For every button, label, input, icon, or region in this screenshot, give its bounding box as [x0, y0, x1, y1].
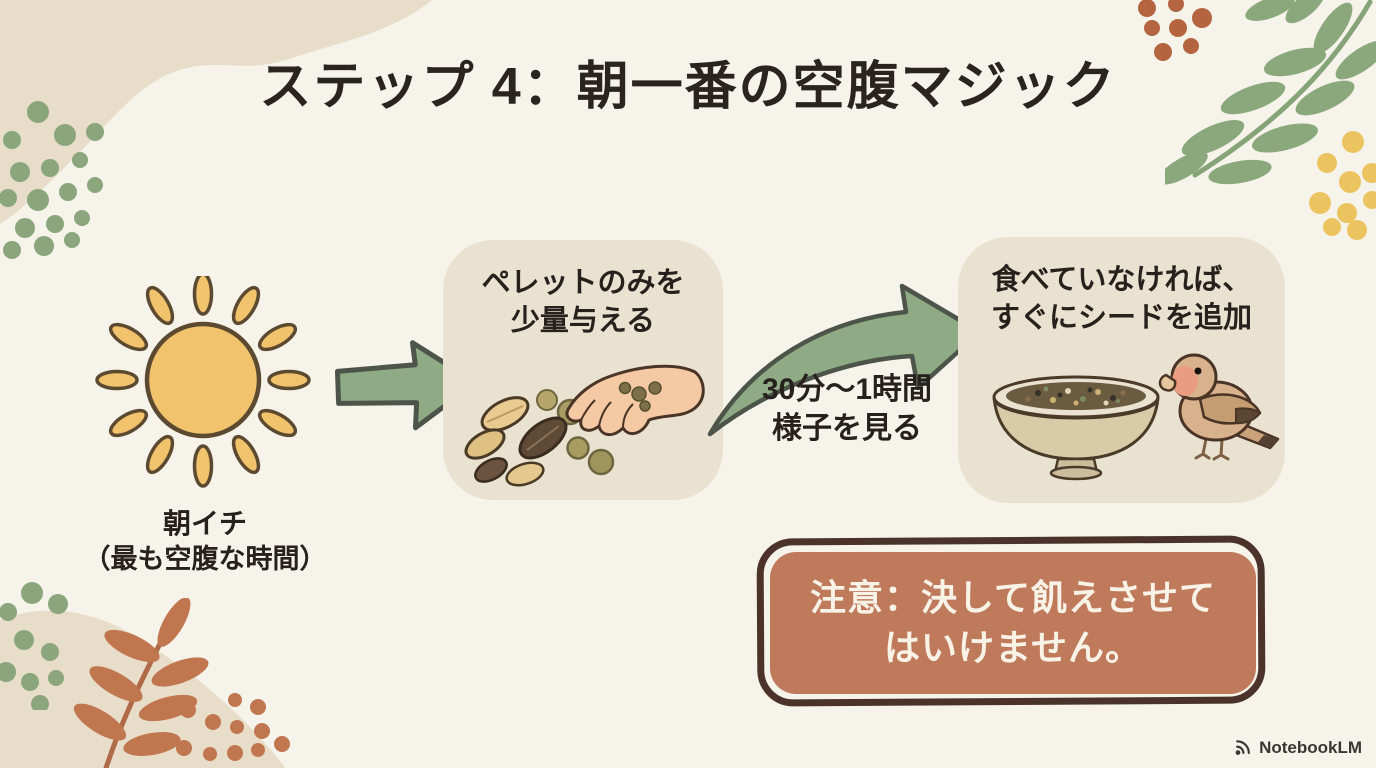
yellow-dots-right [1309, 131, 1376, 240]
curved-arrow-icon [707, 283, 983, 437]
slide-title: ステップ 4：朝一番の空腹マジック [259, 58, 1117, 116]
wait-label-line2: 様子を見る [772, 412, 922, 445]
step1-card: ペレットのみを 少量与える [443, 240, 723, 500]
morning-label-line1: 朝イチ [162, 508, 247, 539]
step2-caption-line1: 食べていなければ、 [991, 264, 1252, 296]
rust-dots-bottom-left [176, 693, 290, 761]
green-dots-top-left [0, 101, 104, 259]
step1-caption-line2: 少量与える [510, 305, 656, 338]
notebooklm-watermark-text: NotebookLM [1259, 738, 1362, 757]
leaf-branch-top-right-icon [1165, 0, 1376, 185]
step2-caption: 食べていなければ、 すぐにシードを追加 [958, 261, 1285, 338]
beige-blob-top-left [0, 0, 432, 224]
step2-card: 食べていなければ、 すぐにシードを追加 [958, 237, 1285, 503]
green-dots-bottom-left [0, 582, 68, 710]
sun-icon [95, 276, 311, 488]
seed-bowl-with-bird-icon [992, 353, 1280, 481]
warning-text-line1: 注意：決して飢えさせて [810, 576, 1216, 618]
wait-label: 30分〜1時間 様子を見る [722, 370, 972, 448]
notebooklm-watermark: NotebookLM [1233, 738, 1362, 758]
warning-text: 注意：決して飢えさせて はいけません。 [810, 573, 1216, 674]
warning-text-line2: はいけません。 [884, 627, 1142, 668]
step1-caption: ペレットのみを 少量与える [443, 264, 723, 341]
notebooklm-logo-icon [1235, 740, 1250, 755]
warning-box: 注意：決して飢えさせて はいけません。 [756, 535, 1266, 707]
wait-label-line1: 30分〜1時間 [761, 373, 933, 406]
morning-label: 朝イチ （最も空腹な時間） [30, 506, 380, 577]
rust-dots-top-right [1138, 0, 1212, 61]
leaf-branch-bottom-left-icon [73, 598, 209, 768]
step1-caption-line1: ペレットのみを [481, 267, 685, 299]
step2-caption-line2: すぐにシードを追加 [990, 302, 1252, 335]
morning-label-line2: （最も空腹な時間） [83, 544, 327, 575]
hand-with-pellets-icon [464, 364, 705, 487]
warning-box-fill: 注意：決して飢えさせて はいけません。 [770, 552, 1256, 694]
